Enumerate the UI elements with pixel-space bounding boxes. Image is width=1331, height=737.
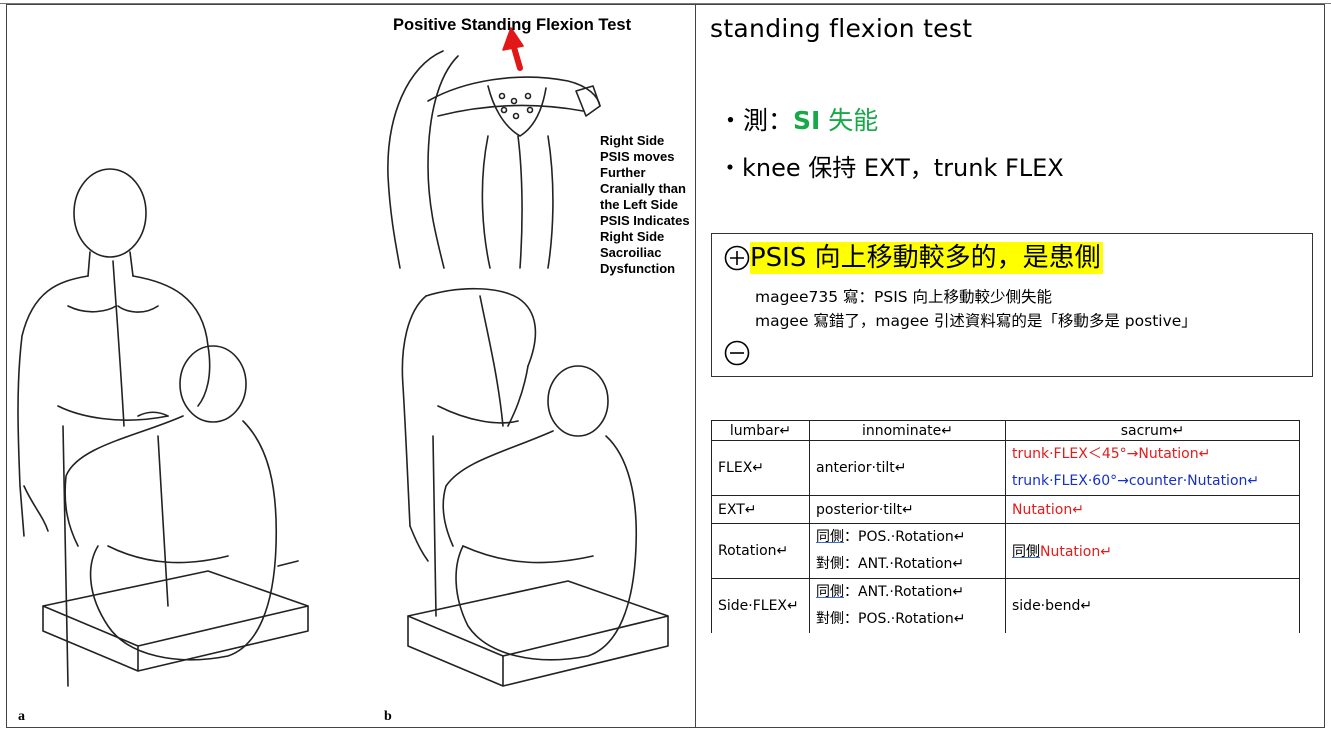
table-row: Rotation↵ 同側：POS.·Rotation↵ 對側：ANT.·Rota… — [711, 523, 1300, 579]
column-divider — [695, 4, 696, 728]
cell-sacrum: 同側Nutation↵ — [1005, 523, 1300, 579]
header-sacrum: sacrum↵ — [1005, 420, 1300, 441]
figure-a-examiner — [64, 345, 278, 661]
caption-line: Further — [600, 165, 646, 180]
same-side-value: ：ANT.·Rotation↵ — [844, 584, 965, 600]
si-bold: SI — [793, 106, 821, 135]
same-side-term: 同側 — [816, 529, 844, 545]
figure-title: Positive Standing Flexion Test — [393, 16, 632, 34]
figure-label-b: b — [384, 709, 392, 724]
result-box: PSIS 向上移動較多的，是患側 magee735 寫：PSIS 向上移動較少側… — [711, 233, 1313, 377]
motion-table: lumbar↵ innominate↵ sacrum↵ FLEX↵ anteri… — [711, 420, 1300, 633]
same-side-term: 同側 — [1012, 544, 1040, 560]
figure-caption: Right Side PSIS moves Further Cranially … — [600, 133, 690, 277]
cell-sacrum: side·bend↵ — [1005, 578, 1300, 633]
table-row: EXT↵ posterior·tilt↵ Nutation↵ — [711, 495, 1300, 524]
caption-line: Sacroiliac — [600, 245, 662, 260]
table-header-row: lumbar↵ innominate↵ sacrum↵ — [711, 420, 1300, 441]
bullet-prefix: ・測： — [718, 106, 794, 135]
note-correction: magee 寫錯了，magee 引述資料寫的是「移動多是 postive」 — [755, 312, 1197, 330]
bullet-test-target: ・測：SI 失能 — [718, 101, 878, 137]
caption-line: Cranially than — [600, 181, 686, 196]
cell-innominate: anterior·tilt↵ — [809, 440, 1006, 496]
illustration-panel: Positive Standing Flexion Test Right Sid… — [8, 6, 694, 726]
cell-sacrum: trunk·FLEX＜45°→Nutation↵ trunk·FLEX·60°→… — [1005, 440, 1300, 496]
cell-lumbar: Rotation↵ — [711, 523, 810, 579]
header-innominate: innominate↵ — [809, 420, 1006, 441]
caption-line: Right Side — [600, 133, 665, 148]
same-side-term: 同側 — [816, 584, 844, 600]
innominate-line: 同側：POS.·Rotation↵ — [816, 524, 999, 551]
sacrum-red-line: trunk·FLEX＜45°→Nutation↵ — [1012, 446, 1211, 462]
top-border — [0, 0, 1331, 4]
caption-line: Right Side — [600, 229, 665, 244]
cell-sacrum: Nutation↵ — [1005, 495, 1300, 524]
innominate-line: 同側：ANT.·Rotation↵ — [816, 579, 999, 606]
positive-highlight-text: PSIS 向上移動較多的，是患側 — [750, 242, 1103, 274]
same-side-value: ：POS.·Rotation↵ — [844, 529, 966, 545]
sacrum-blue-line: trunk·FLEX·60°→counter·Nutation↵ — [1012, 473, 1260, 489]
negative-row — [724, 340, 750, 370]
circled-plus-icon — [724, 245, 750, 271]
cell-lumbar: Side·FLEX↵ — [711, 578, 810, 633]
table-row: Side·FLEX↵ 同側：ANT.·Rotation↵ 對側：POS.·Rot… — [711, 578, 1300, 633]
bullet-green-text: SI 失能 — [793, 106, 878, 135]
sacrum-red-text: Nutation↵ — [1040, 544, 1112, 560]
cranial-arrow-head — [502, 27, 524, 51]
figure-label-a: a — [18, 709, 25, 724]
cell-innominate: posterior·tilt↵ — [809, 495, 1006, 524]
cell-innominate: 同側：POS.·Rotation↵ 對側：ANT.·Rotation↵ — [809, 523, 1006, 579]
table-row: FLEX↵ anterior·tilt↵ trunk·FLEX＜45°→Nuta… — [711, 440, 1300, 496]
note-magee: magee735 寫：PSIS 向上移動較少側失能 — [755, 288, 1053, 306]
innominate-line: 對側：POS.·Rotation↵ — [816, 611, 966, 627]
standing-flexion-illustration — [17, 27, 669, 687]
caption-line: PSIS moves — [600, 149, 675, 164]
positive-row: PSIS 向上移動較多的，是患側 — [724, 242, 1103, 274]
figure-a-stool — [42, 560, 309, 672]
header-lumbar: lumbar↵ — [711, 420, 810, 441]
slide-frame — [6, 4, 1325, 728]
cell-lumbar: FLEX↵ — [711, 440, 810, 496]
bullet-procedure: ・knee 保持 EXT，trunk FLEX — [718, 154, 1064, 182]
caption-line: PSIS Indicates — [600, 213, 690, 228]
pelvis-diagram — [387, 50, 601, 269]
figure-a-patient — [17, 168, 211, 687]
figure-b-stool — [407, 580, 669, 687]
caption-line: Dysfunction — [600, 261, 676, 276]
caption-line: the Left Side — [600, 197, 679, 212]
figure-b-patient — [401, 287, 537, 617]
figure-b-examiner — [442, 365, 638, 661]
cell-lumbar: EXT↵ — [711, 495, 810, 524]
circled-minus-icon — [724, 340, 750, 366]
slide-title: standing flexion test — [710, 14, 973, 43]
dysfunction-text: 失能 — [820, 106, 879, 135]
innominate-line: 對側：ANT.·Rotation↵ — [816, 556, 965, 572]
cell-innominate: 同側：ANT.·Rotation↵ 對側：POS.·Rotation↵ — [809, 578, 1006, 633]
